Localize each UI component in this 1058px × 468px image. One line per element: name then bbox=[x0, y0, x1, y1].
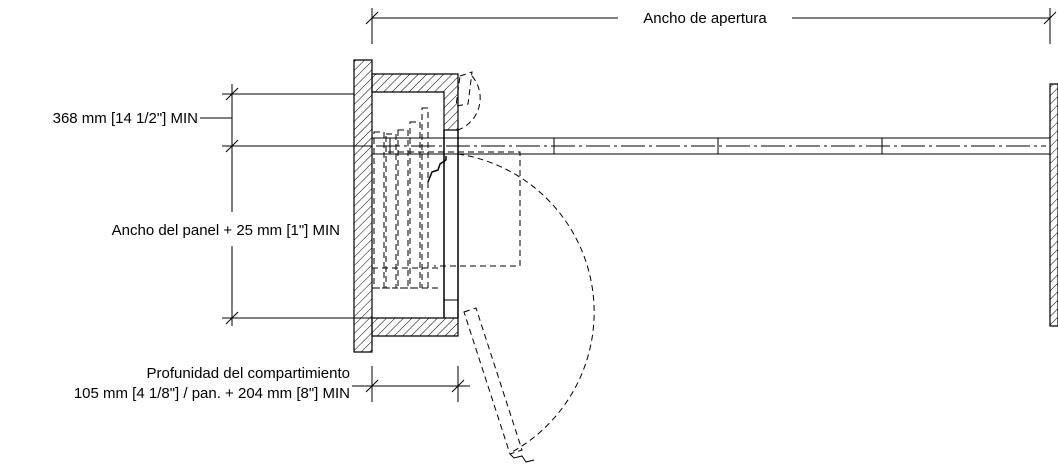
swing-door bbox=[388, 151, 595, 463]
small-swing-leaf bbox=[455, 71, 481, 131]
side-clearance-label: 368 mm [14 1/2"] MIN bbox=[53, 110, 198, 127]
pocket-bottom-wall bbox=[371, 317, 459, 337]
opening-width-label: Ancho de apertura bbox=[643, 10, 767, 27]
left-wall bbox=[353, 59, 373, 353]
vertical-dimensions bbox=[200, 84, 372, 326]
pocket-depth-label-line2: 105 mm [4 1/8"] / pan. + 204 mm [8"] MIN bbox=[74, 385, 350, 402]
opening-width-dimension: Ancho de apertura bbox=[365, 8, 1057, 44]
right-wall bbox=[1049, 83, 1058, 327]
panel-width-label: Ancho del panel + 25 mm [1"] MIN bbox=[112, 222, 340, 239]
left-wall-pocket bbox=[353, 59, 459, 353]
stacked-panels bbox=[372, 107, 440, 289]
pocket-depth-dimension bbox=[352, 366, 470, 402]
pocket-depth-label-line1: Profunidad del compartimiento bbox=[147, 365, 350, 382]
